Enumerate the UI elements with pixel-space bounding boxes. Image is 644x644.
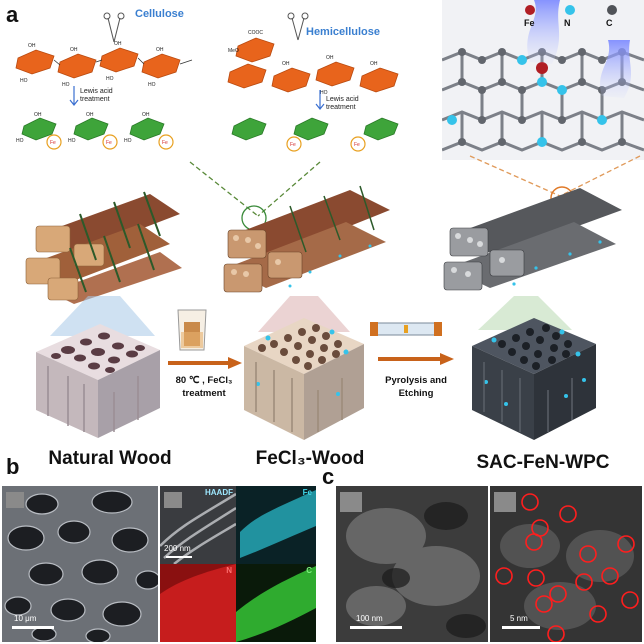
svg-text:Fe: Fe [290,142,296,148]
fecl3-wood-block [238,304,370,444]
stem-scale-label: 5 nm [510,614,528,623]
legend-c-label: C [606,18,613,28]
svg-text:OH: OH [34,112,42,118]
svg-text:COOC: COOC [248,30,263,36]
svg-text:OH: OH [86,112,94,118]
tube-furnace-icon [370,318,442,340]
svg-text:HO: HO [106,76,114,82]
sac-fen-wpc-block [466,304,602,444]
n-channel-label: N [226,566,232,575]
sac-fen-wpc-fibers [440,176,630,304]
svg-text:Fe: Fe [354,142,360,148]
c-map-image: C [236,564,316,642]
c-channel-label: C [306,566,312,575]
svg-text:HO: HO [16,138,24,144]
svg-text:MeO: MeO [228,48,239,54]
stage-label-natural-wood: Natural Wood [48,448,172,469]
svg-text:OH: OH [282,61,290,67]
svg-text:OH: OH [156,47,164,53]
haadf-channel-label: HAADF [205,488,233,497]
svg-text:OH: OH [28,43,36,49]
fe-map-image: Fe [236,486,316,564]
tem-image: 100 nm [336,486,488,642]
svg-text:HO: HO [124,138,132,144]
hemicellulose-title: Hemicellulose [306,26,380,38]
sem-scale-bar [12,626,54,629]
panel-letter-a: a [6,2,19,27]
hemicellulose-scheme: COOC MeO OH OH OH HO Fe Fe [220,10,430,160]
legend-fe-label: Fe [524,18,535,28]
svg-text:OH: OH [370,61,378,67]
cellulose-scheme: OH OH OH OH HO HO HO HO Fe Fe Fe OH OH OH HO HO HO [10,10,210,160]
panel-letter-b: b [6,454,20,479]
svg-text:HO: HO [68,138,76,144]
sem-scale-label: 10 μm [14,614,37,623]
stem-scale-bar [502,626,540,629]
stage-label-sac-fen-wpc: SAC-FeN-WPC [476,452,610,473]
svg-text:OH: OH [70,47,78,53]
n-map-image: N [160,564,236,642]
haadf-scale-label: 200 nm [164,544,191,553]
haadf-scale-bar [166,556,192,558]
svg-text:HO: HO [62,82,70,88]
haadf-image: HAADF 200 nm [160,486,236,564]
fe-channel-label: Fe [302,488,312,497]
fecl3-wood-fibers [220,176,400,306]
svg-text:Fe: Fe [162,140,168,146]
svg-text:OH: OH [142,112,150,118]
legend-n-label: N [564,18,571,28]
fe-n-c-lattice-illustration [442,0,644,160]
tem-scale-label: 100 nm [356,614,383,623]
step2-arrow [378,352,454,366]
svg-text:Fe: Fe [106,140,112,146]
svg-text:HO: HO [320,90,328,96]
natural-wood-fibers [20,174,190,304]
beaker-icon [172,306,212,354]
step1-arrow [168,356,242,370]
svg-text:OH: OH [114,41,122,47]
stage-label-fecl3-wood: FeCl₃-Wood [255,448,365,469]
svg-text:HO: HO [20,78,28,84]
svg-text:OH: OH [326,55,334,61]
svg-text:HO: HO [148,82,156,88]
panel-letter-c: c [322,464,335,489]
tem-scale-bar [350,626,402,629]
svg-text:Fe: Fe [50,140,56,146]
sem-image: 10 μm [2,486,158,642]
natural-wood-block [28,306,168,442]
cellulose-title: Cellulose [135,8,184,20]
haadf-stem-image: 5 nm [490,486,642,642]
